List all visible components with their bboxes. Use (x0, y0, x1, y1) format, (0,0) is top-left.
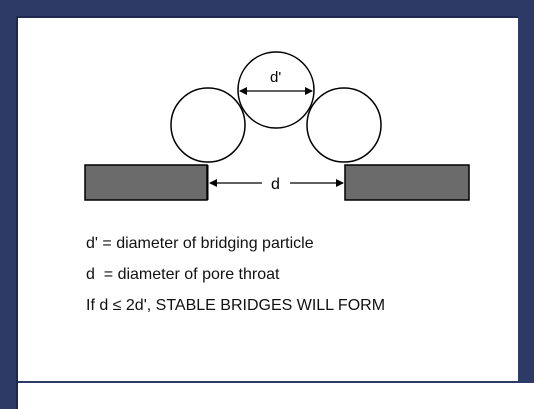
legend-bridging-rule: If d ≤ 2d', STABLE BRIDGES WILL FORM (86, 297, 386, 314)
frame-border-bottom (16, 381, 534, 383)
frame-border-right (518, 0, 534, 383)
left-pore-wall (84, 164, 208, 201)
right-pore-wall (344, 164, 470, 201)
particle-diameter-label: d' (270, 69, 281, 86)
frame-inner-left (16, 16, 18, 409)
legend-particle-definition: d' = diameter of bridging particle (86, 235, 314, 252)
frame-border-top (0, 0, 534, 16)
left-bridging-particle (170, 87, 246, 163)
frame-inner-top (16, 16, 518, 18)
legend-pore-definition: d = diameter of pore throat (86, 266, 280, 283)
frame-border-left (0, 0, 16, 409)
right-bridging-particle (306, 87, 382, 163)
gap-label: d (271, 176, 280, 193)
top-bridging-particle (237, 51, 315, 129)
